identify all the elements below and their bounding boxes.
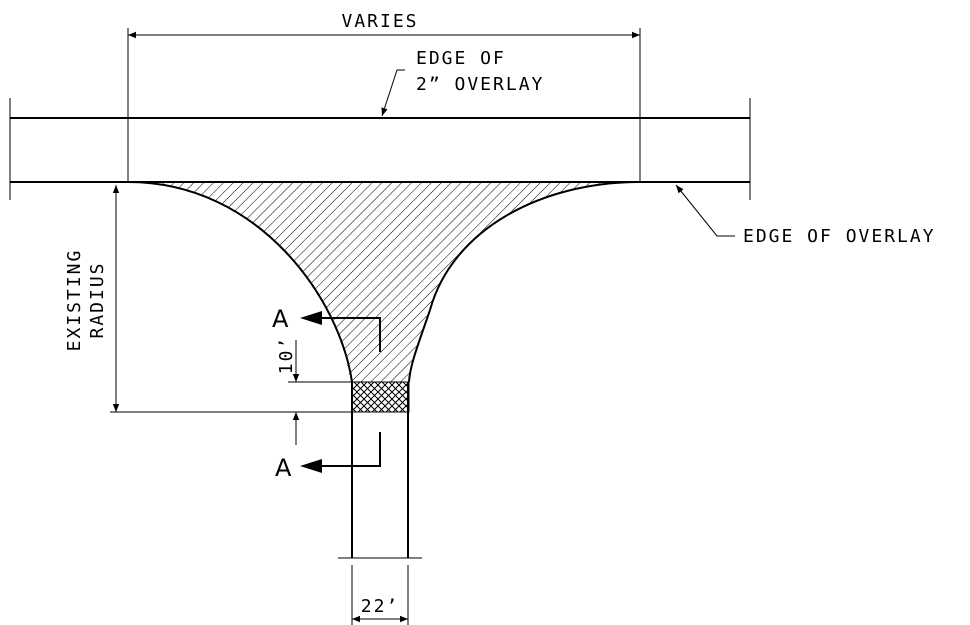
radius-label: RADIUS [87, 261, 108, 338]
varies-label: VARIES [341, 11, 418, 32]
crosshatched-section [351, 381, 410, 413]
edge-2in-overlay-label-line2: 2” OVERLAY [416, 74, 544, 95]
section-label-top: A [272, 305, 289, 333]
edge-2in-overlay-label-line1: EDGE OF [416, 48, 506, 69]
twenty-two-label: 22’ [361, 596, 400, 617]
section-cut-bottom-line [312, 432, 381, 467]
existing-label: EXISTING [64, 249, 85, 352]
edge-overlay-leader [675, 184, 735, 237]
ten-ft-label: 10’ [276, 336, 297, 375]
section-cut-top-line [312, 317, 381, 352]
edge-2in-overlay-leader [381, 69, 405, 117]
right-radius-curve [408, 181, 641, 383]
overlay-hatched-area [128, 182, 640, 382]
section-cut-bottom-arrowhead [300, 459, 322, 473]
edge-overlay-label: EDGE OF OVERLAY [743, 226, 936, 247]
section-label-bottom: A [275, 454, 292, 482]
section-cut-top-arrowhead [300, 311, 322, 325]
left-radius-curve [127, 181, 353, 383]
